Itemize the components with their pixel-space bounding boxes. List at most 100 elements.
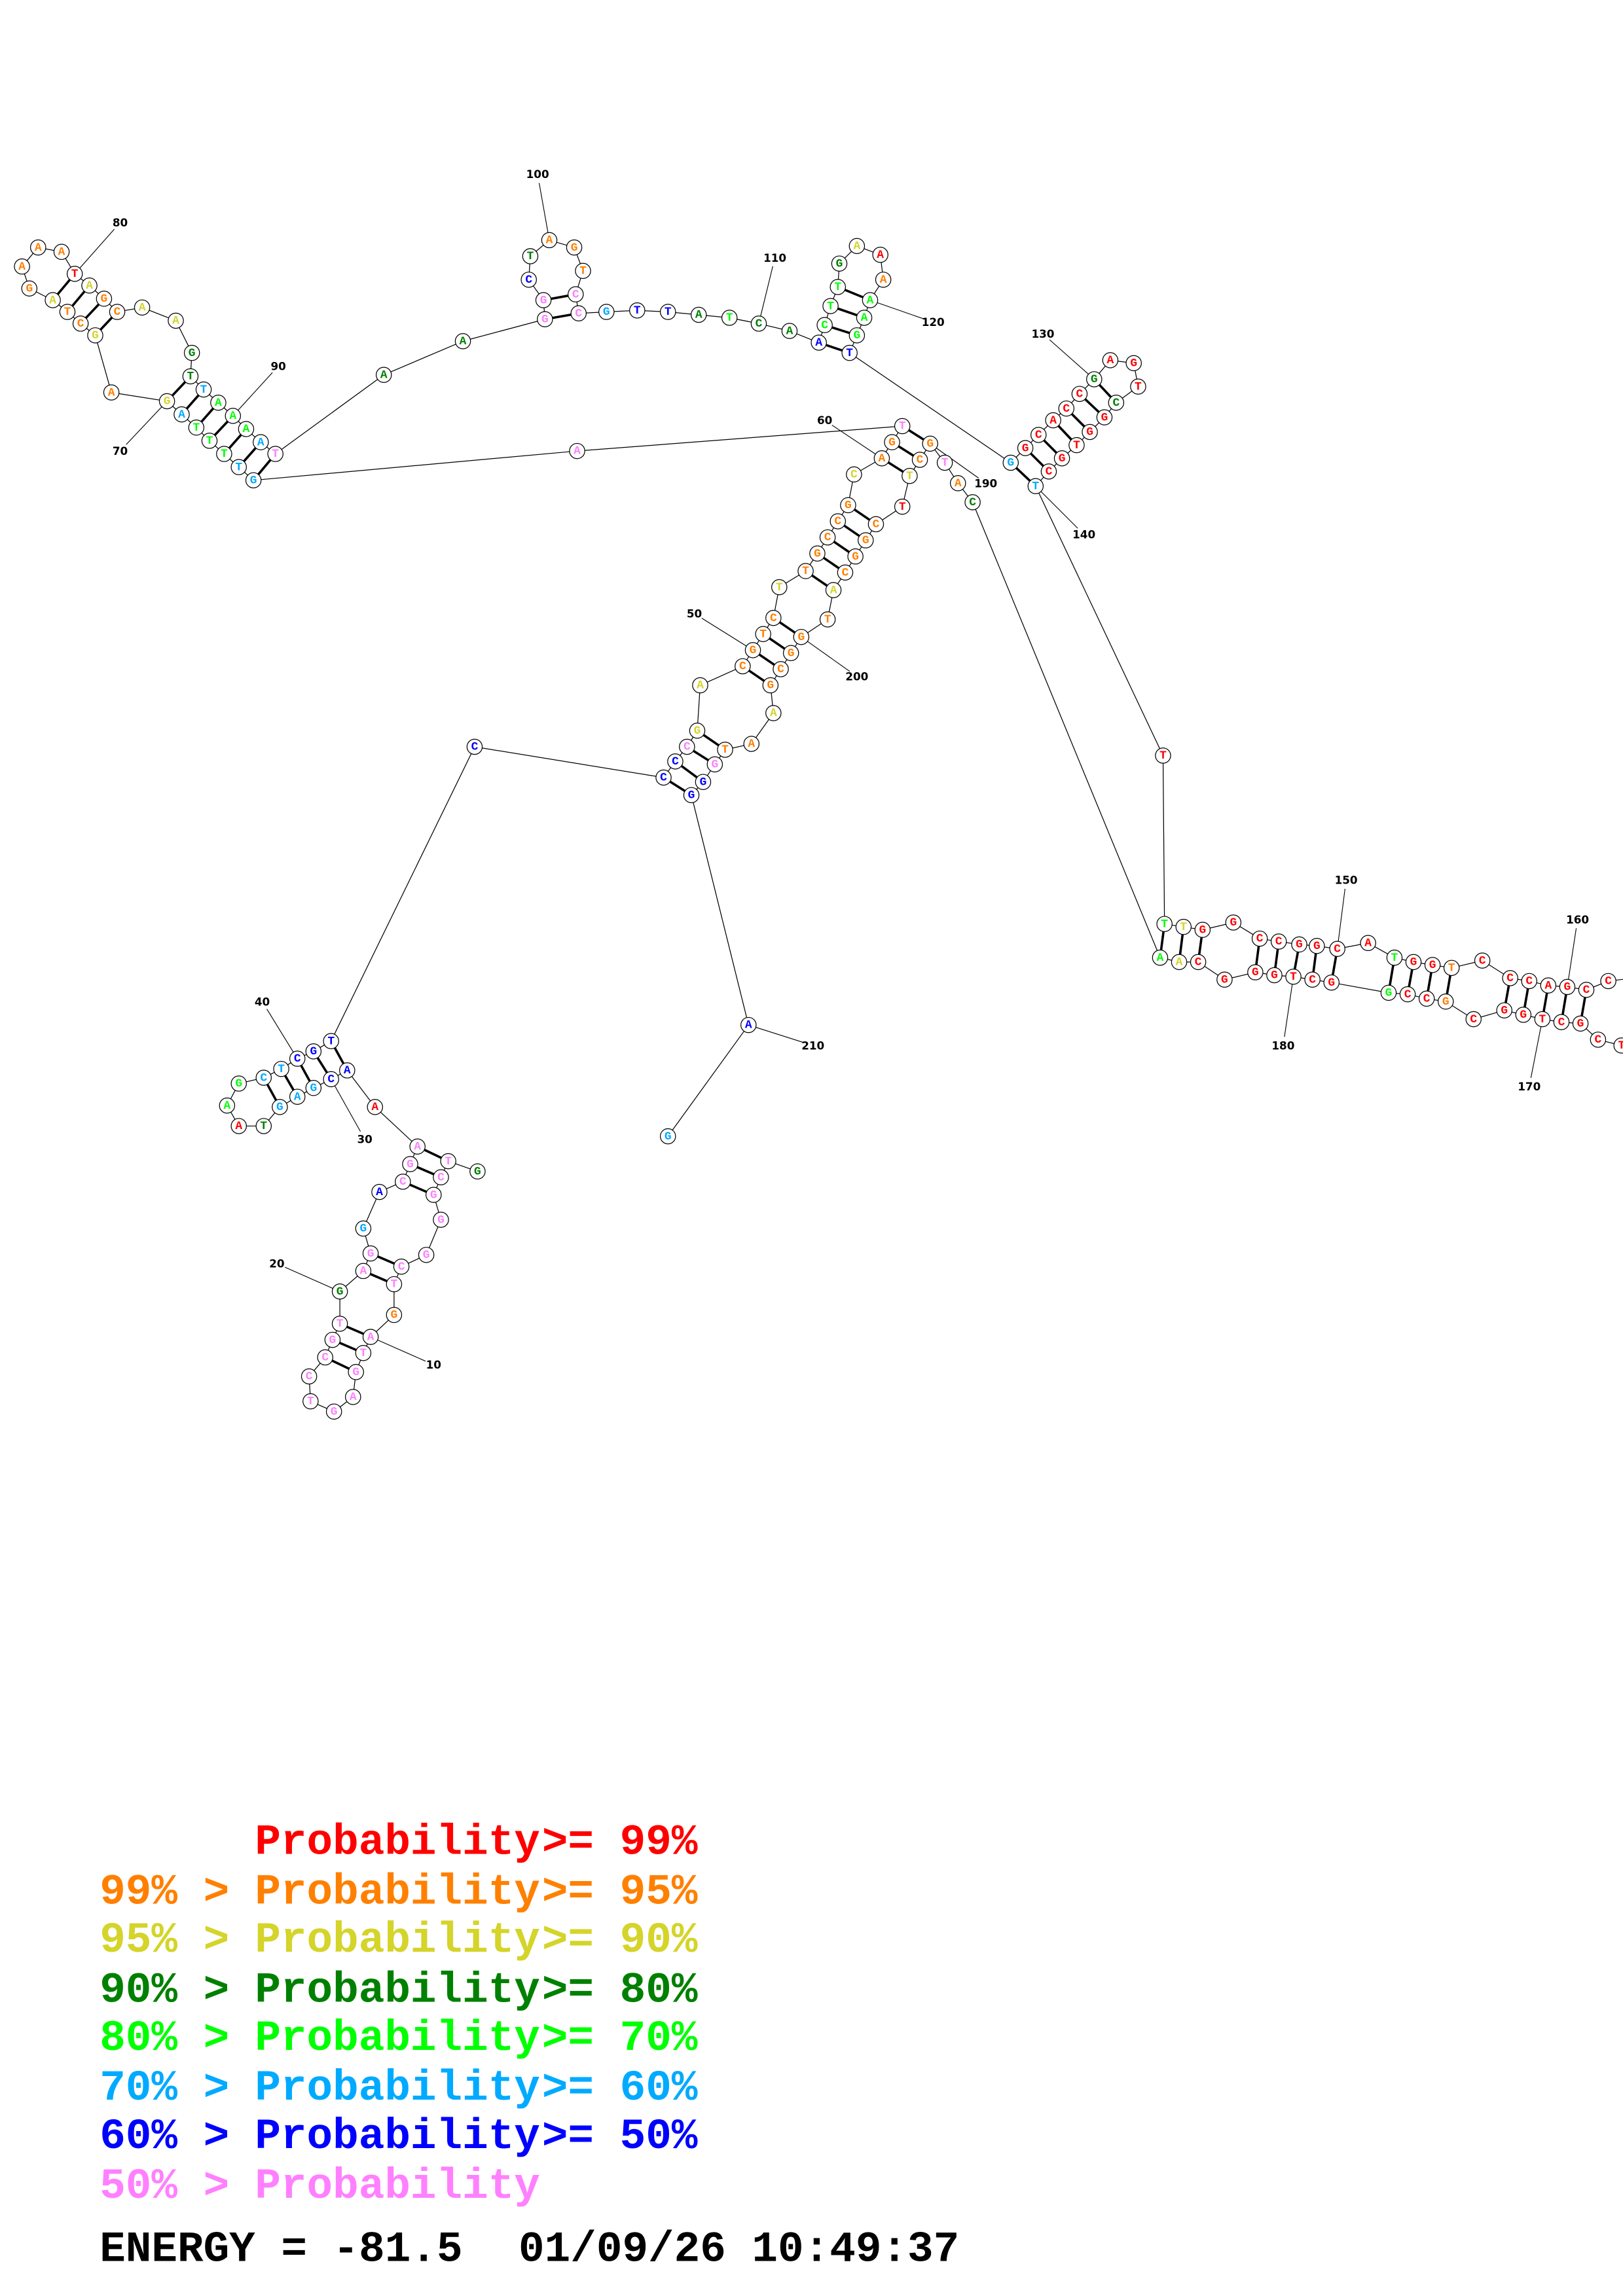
nucleotide-base: A xyxy=(360,1265,367,1278)
nucleotide-base: G xyxy=(665,1130,672,1143)
nucleotide-base: A xyxy=(243,423,250,436)
nucleotide-base: A xyxy=(18,260,26,274)
nucleotide-base: C xyxy=(1076,387,1084,401)
nucleotide-base: A xyxy=(955,477,962,490)
nucleotide-14: G xyxy=(325,1403,342,1420)
nucleotide-base: A xyxy=(770,707,777,720)
nucleotide-90: A xyxy=(225,408,242,424)
backbone-segment xyxy=(972,502,1161,958)
nucleotide-base: A xyxy=(414,1140,421,1153)
nucleotide-circle xyxy=(683,787,700,804)
nucleotide-55: G xyxy=(809,545,826,562)
nucleotide-base: G xyxy=(571,242,578,255)
nucleotide-base: T xyxy=(846,347,853,360)
nucleotide-109: T xyxy=(721,310,738,326)
nucleotide-circle xyxy=(781,323,798,339)
nucleotide-51: T xyxy=(755,626,771,642)
nucleotide-187: C xyxy=(964,494,981,511)
nucleotide-base: G xyxy=(750,644,757,657)
nucleotide-circle xyxy=(566,239,583,256)
nucleotide-base: C xyxy=(1595,1033,1602,1047)
nucleotide-67: T xyxy=(201,433,218,449)
nucleotide-circle xyxy=(894,418,911,435)
nucleotide-139: C xyxy=(1040,463,1057,480)
nucleotide-124: G xyxy=(1002,454,1019,471)
nucleotide-base: A xyxy=(879,452,886,465)
nucleotide-79: A xyxy=(53,243,70,260)
nucleotide-155: T xyxy=(1443,960,1460,977)
position-label-190: 190 xyxy=(974,476,997,490)
backbone-segment xyxy=(691,795,749,1026)
nucleotide-circle xyxy=(348,1364,364,1380)
nucleotide-base: G xyxy=(360,1223,367,1236)
nucleotide-53: T xyxy=(771,579,788,596)
nucleotide-circle xyxy=(210,394,227,411)
nucleotide-circle xyxy=(302,1393,319,1410)
nucleotide-circle xyxy=(875,272,892,288)
nucleotide-base: T xyxy=(906,470,913,483)
nucleotide-122: G xyxy=(848,327,866,344)
nucleotide-circle xyxy=(59,304,76,320)
nucleotide-circle xyxy=(183,344,200,361)
legend-suffix: >= 70% xyxy=(542,2014,698,2063)
nucleotide-base: T xyxy=(64,306,71,319)
nucleotide-141: T xyxy=(1155,747,1171,764)
nucleotide-base: G xyxy=(862,534,869,547)
nucleotide-base: T xyxy=(726,312,733,325)
nucleotide-base: G xyxy=(797,631,805,644)
nucleotide-208: G xyxy=(695,774,712,790)
nucleotide-circle xyxy=(96,291,113,307)
nucleotide-circle xyxy=(1053,450,1070,467)
nucleotide-base: A xyxy=(376,1186,383,1199)
nucleotide-circle xyxy=(667,753,684,770)
nucleotide-circle xyxy=(706,756,723,773)
nucleotide-13: A xyxy=(344,1389,361,1405)
nucleotide-103: C xyxy=(568,286,584,302)
nucleotide-circle xyxy=(1474,952,1491,969)
nucleotide-74: T xyxy=(59,304,76,320)
nucleotide-61: G xyxy=(884,434,900,450)
position-tick xyxy=(1530,1019,1543,1078)
nucleotide-circle xyxy=(819,611,836,628)
nucleotide-94: A xyxy=(375,367,392,383)
nucleotide-71: A xyxy=(103,384,120,401)
nucleotide-base: G xyxy=(1130,357,1137,370)
nucleotide-circle xyxy=(797,563,814,579)
position-label-160: 160 xyxy=(1566,913,1589,926)
nucleotide-107: T xyxy=(660,304,676,320)
nucleotide-base: A xyxy=(1544,979,1552,992)
nucleotide-77: A xyxy=(14,258,30,275)
backbone-segment xyxy=(275,374,384,455)
nucleotide-152: T xyxy=(1386,949,1403,966)
nucleotide-base: A xyxy=(139,301,146,314)
nucleotide-68: T xyxy=(188,420,205,436)
nucleotide-153: G xyxy=(1405,954,1422,971)
nucleotide-circle xyxy=(433,1211,449,1228)
nucleotide-186: A xyxy=(1152,949,1169,966)
nucleotide-base: C xyxy=(525,274,532,287)
backbone-segment xyxy=(849,352,1012,463)
nucleotide-121: A xyxy=(856,310,873,326)
nucleotide-circle xyxy=(744,642,761,658)
nucleotide-base: C xyxy=(672,755,679,768)
nucleotide-base: C xyxy=(1334,942,1341,956)
nucleotide-circle xyxy=(469,1163,486,1180)
nucleotide-111: A xyxy=(781,323,798,339)
nucleotide-base: G xyxy=(407,1158,414,1171)
nucleotide-circle xyxy=(418,1247,435,1263)
nucleotide-75: A xyxy=(45,292,61,308)
nucleotide-base: G xyxy=(1564,981,1571,994)
nucleotide-82: G xyxy=(96,291,113,307)
nucleotide-6: G xyxy=(418,1247,435,1263)
nucleotide-base: A xyxy=(229,410,236,423)
nucleotide-circle xyxy=(837,564,854,581)
position-tick xyxy=(538,183,550,241)
nucleotide-base: C xyxy=(1309,973,1316,986)
nucleotide-base: G xyxy=(235,1077,242,1090)
nucleotide-circle xyxy=(1590,1031,1607,1048)
nucleotide-circle xyxy=(765,705,782,721)
nucleotide-circle xyxy=(690,306,707,323)
nucleotide-base: C xyxy=(1035,429,1042,442)
nucleotide-191: C xyxy=(911,452,928,468)
